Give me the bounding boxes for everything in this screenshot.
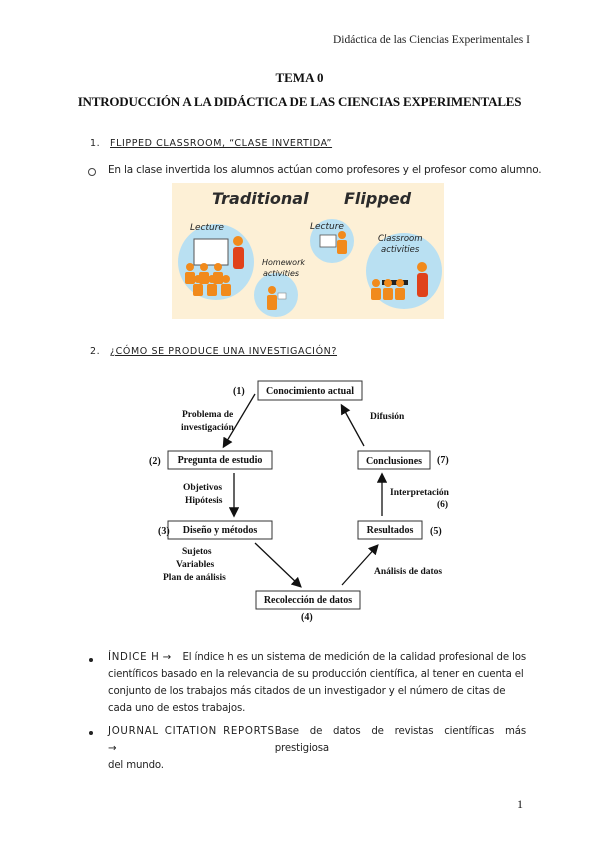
lecture-right-label: Lecture	[310, 222, 344, 232]
jcr-text-1: Base de datos de revistas científicas má…	[274, 726, 526, 754]
label-hipotesis: Hipótesis	[185, 496, 223, 506]
label-difusion: Difusión	[370, 412, 405, 422]
whiteboard-icon	[193, 238, 229, 266]
section-1-label: FLIPPED CLASSROOM, “CLASE INVERTIDA”	[110, 138, 333, 149]
student-head-icon	[268, 286, 276, 294]
video-screen-icon	[319, 234, 337, 248]
step4-text: Recolección de datos	[264, 595, 352, 606]
homework-circle	[254, 273, 298, 317]
classroom-label-line1: Classroom	[378, 234, 423, 244]
jcr-paragraph: JOURNAL CITATION REPORTS → Base de datos…	[108, 723, 526, 774]
teacher-video-head-icon	[338, 231, 346, 239]
label-objetivos: Objetivos	[183, 483, 222, 493]
classroom-label-line2: activities	[381, 245, 420, 255]
research-cycle-diagram: Conocimiento actual (1) Pregunta de estu…	[149, 380, 450, 623]
step1-number: (1)	[233, 386, 245, 397]
jcr-text-2: del mundo.	[108, 760, 164, 771]
step2-text: Pregunta de estudio	[178, 455, 263, 466]
step2-number: (2)	[149, 456, 161, 467]
indice-h-paragraph: ÍNDICE H → El índice h es un sistema de …	[108, 649, 526, 717]
section-2-label: ¿CÓMO SE PRODUCE UNA INVESTIGACIÓN?	[110, 346, 338, 357]
label-variables: Variables	[176, 560, 214, 570]
arrow-7-to-1	[340, 403, 365, 447]
homework-label-line2: activities	[263, 269, 299, 278]
box-resultados	[357, 520, 423, 540]
jcr-keyword: JOURNAL CITATION REPORTS →	[108, 726, 275, 754]
indice-h-line-1: ÍNDICE H → El índice h es un sistema de …	[108, 649, 526, 666]
box-conclusiones	[357, 450, 431, 470]
box-conocimiento-actual	[257, 380, 363, 401]
arrow-4-to-5	[341, 544, 379, 586]
homework-label-line1: Homework	[262, 258, 305, 267]
student-body-icon	[267, 295, 277, 310]
label-analisis-de-datos: Análisis de datos	[374, 567, 442, 577]
label-plan-de-analisis: Plan de análisis	[163, 573, 226, 583]
label-interpretacion-number: (6)	[437, 499, 448, 510]
label-problema-line2: investigación	[181, 423, 234, 433]
homework-paper-icon	[277, 292, 287, 300]
step7-number: (7)	[437, 455, 449, 466]
step7-text: Conclusiones	[366, 456, 422, 467]
indice-h-text-3: conjunto de los trabajos más citados de …	[108, 686, 506, 697]
tema-title: TEMA 0	[275, 70, 324, 85]
label-interpretacion: Interpretación	[390, 488, 450, 498]
indice-h-text-2: científicos basado en la relevancia de s…	[108, 669, 524, 680]
label-problema-line1: Problema de	[182, 410, 233, 420]
box-recoleccion-de-datos	[255, 590, 361, 610]
teacher-body-icon	[233, 247, 244, 269]
step5-text: Resultados	[367, 525, 414, 536]
teacher-video-body-icon	[337, 240, 347, 254]
section-1-number: 1.	[90, 138, 101, 149]
flipped-classroom-illustration: Traditional Flipped Lecture Homework act…	[172, 183, 444, 319]
arrow-1-to-2	[222, 393, 256, 449]
jcr-line-1: JOURNAL CITATION REPORTS → Base de datos…	[108, 723, 526, 757]
running-header: Didáctica de las Ciencias Experimentales…	[332, 34, 530, 46]
box-pregunta-de-estudio	[167, 450, 273, 470]
teacher-guide-body-icon	[417, 273, 428, 297]
step3-text: Diseño y métodos	[183, 525, 258, 536]
teacher-head-icon	[233, 236, 243, 246]
flipped-label: Flipped	[344, 189, 412, 208]
indice-h-text-4: cada uno de estos trabajos.	[108, 703, 246, 714]
lecture-left-label: Lecture	[190, 223, 224, 233]
filled-bullet-icon	[89, 731, 93, 735]
step1-text: Conocimiento actual	[266, 386, 354, 397]
page-number: 1	[517, 797, 523, 811]
teacher-guide-head-icon	[417, 262, 427, 272]
section-2-number: 2.	[90, 346, 101, 357]
hollow-bullet-icon	[88, 168, 96, 176]
indice-h-keyword: ÍNDICE H →	[108, 652, 172, 663]
arrow-3-to-4	[254, 542, 302, 588]
label-sujetos: Sujetos	[182, 547, 212, 557]
students-icon	[185, 263, 231, 296]
box-diseno-y-metodos	[167, 520, 273, 540]
indice-h-text-1: El índice h es un sistema de medición de…	[182, 652, 527, 663]
step3-number: (3)	[158, 526, 170, 537]
section-1-bullet-text: En la clase invertida los alumnos actúan…	[108, 164, 542, 176]
step4-number: (4)	[301, 612, 313, 623]
step5-number: (5)	[430, 526, 442, 537]
filled-bullet-icon	[89, 658, 93, 662]
traditional-label: Traditional	[212, 189, 309, 208]
main-title: INTRODUCCIÓN A LA DIDÁCTICA DE LAS CIENC…	[77, 94, 522, 109]
table-icon	[382, 280, 408, 285]
classroom-students-icon	[371, 279, 405, 300]
